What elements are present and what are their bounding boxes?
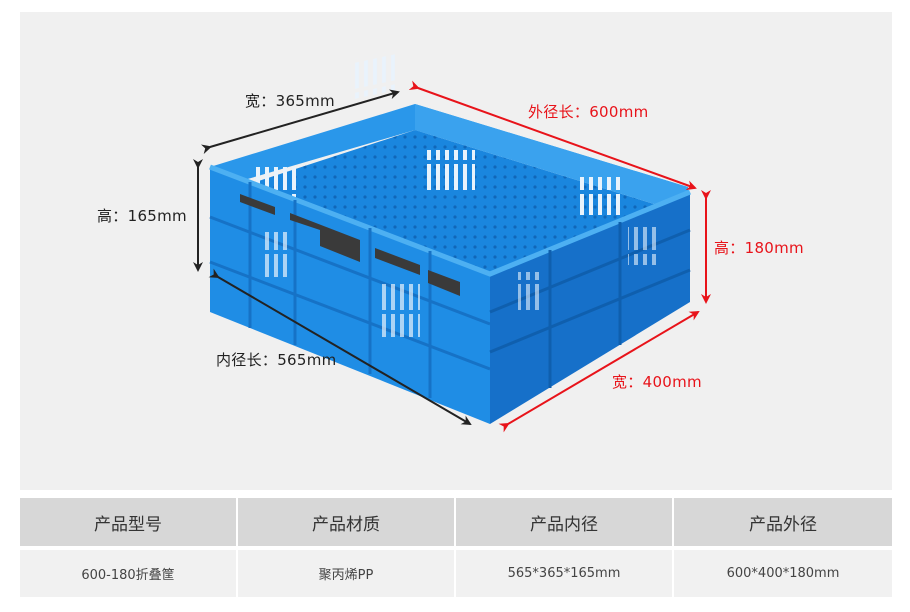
header-outer-size: 产品外径 <box>674 498 892 546</box>
cell-material: 聚丙烯PP <box>238 550 454 597</box>
cell-model: 600-180折叠筐 <box>20 550 236 597</box>
spec-table: 产品型号 产品材质 产品内径 产品外径 600-180折叠筐 聚丙烯PP 565… <box>20 498 892 597</box>
outer-height-label: 高：180mm <box>714 239 804 257</box>
cell-inner-size: 565*365*165mm <box>456 550 672 597</box>
inner-length-label: 内径长：565mm <box>216 351 337 369</box>
table-row: 600-180折叠筐 聚丙烯PP 565*365*165mm 600*400*1… <box>20 550 892 597</box>
cell-outer-size: 600*400*180mm <box>674 550 892 597</box>
product-photo: 宽：365mm 高：165mm 内径长：565mm 外径长：600mm 高：18… <box>20 12 892 490</box>
inner-width-label: 宽：365mm <box>245 92 335 110</box>
inner-height-label: 高：165mm <box>97 207 187 225</box>
table-header-row: 产品型号 产品材质 产品内径 产品外径 <box>20 498 892 546</box>
header-material: 产品材质 <box>238 498 454 546</box>
outer-length-label: 外径长：600mm <box>528 103 649 121</box>
crate-illustration <box>193 50 711 433</box>
header-inner-size: 产品内径 <box>456 498 672 546</box>
header-model: 产品型号 <box>20 498 236 546</box>
outer-width-label: 宽：400mm <box>612 373 702 391</box>
